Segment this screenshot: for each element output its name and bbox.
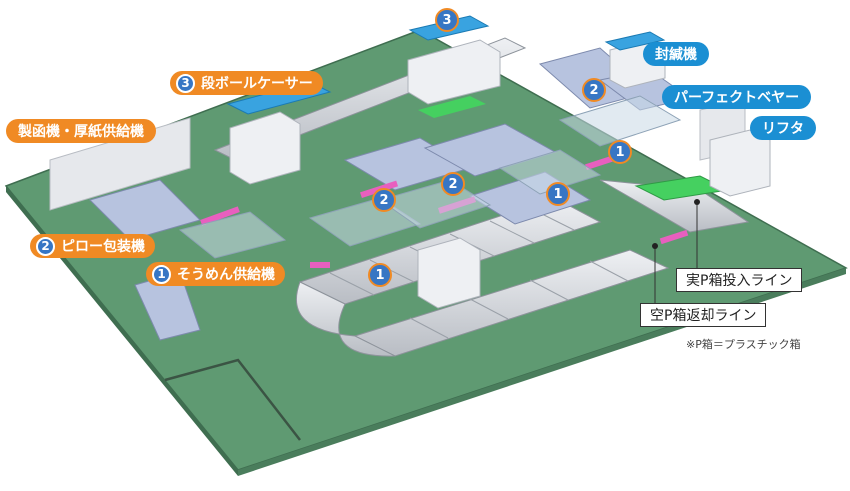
label-carton-packer: 3 段ボールケーサー — [170, 71, 323, 95]
marker-7: 1 — [368, 263, 392, 287]
label-case-sealer-text: 封緘機 — [655, 47, 697, 63]
label-somen-feeder-number: 1 — [152, 264, 171, 284]
label-case-sealer: 封緘機 — [643, 42, 709, 66]
footnote: ※P箱＝プラスチック箱 — [686, 338, 801, 351]
green-pallet-area-back — [418, 96, 486, 118]
marker-3: 1 — [608, 140, 632, 164]
leader-dot-full-box-in — [694, 199, 700, 205]
label-carton-packer-number: 3 — [176, 73, 195, 93]
glass-enclosures — [178, 95, 682, 259]
label-carton-former: 製函機・厚紙供給機 — [6, 119, 156, 143]
label-pallet-conveyor-text: パーフェクトベヤー — [674, 90, 800, 106]
label-full-box-in-line: 実P箱投入ライン — [676, 268, 803, 292]
marker-4: 2 — [441, 172, 465, 196]
label-empty-box-return-line: 空P箱返却ライン — [640, 303, 767, 327]
label-somen-feeder: 1 そうめん供給機 — [146, 262, 285, 286]
label-pillow-packer-number: 2 — [36, 236, 55, 256]
label-somen-feeder-text: そうめん供給機 — [177, 267, 275, 283]
marker-2: 2 — [582, 78, 606, 102]
marker-1: 3 — [435, 8, 459, 32]
label-pallet-conveyor: パーフェクトベヤー — [662, 85, 812, 109]
label-carton-packer-text: 段ボールケーサー — [201, 76, 313, 92]
label-carton-former-text: 製函機・厚紙供給機 — [18, 124, 144, 140]
main-conveyor-curve — [295, 281, 396, 357]
label-pillow-packer: 2 ピロー包装機 — [30, 234, 155, 258]
label-lifter: リフタ — [750, 116, 816, 140]
marker-6: 2 — [372, 188, 396, 212]
machine-stations — [89, 47, 692, 341]
label-pillow-packer-text: ピロー包装機 — [61, 239, 145, 255]
floor-line-marking — [164, 358, 301, 441]
leader-dot-empty-box-return — [652, 243, 658, 249]
label-lifter-text: リフタ — [762, 121, 804, 137]
marker-5: 1 — [546, 182, 570, 206]
white-cabinets — [229, 39, 771, 309]
floor-edge — [6, 186, 238, 476]
